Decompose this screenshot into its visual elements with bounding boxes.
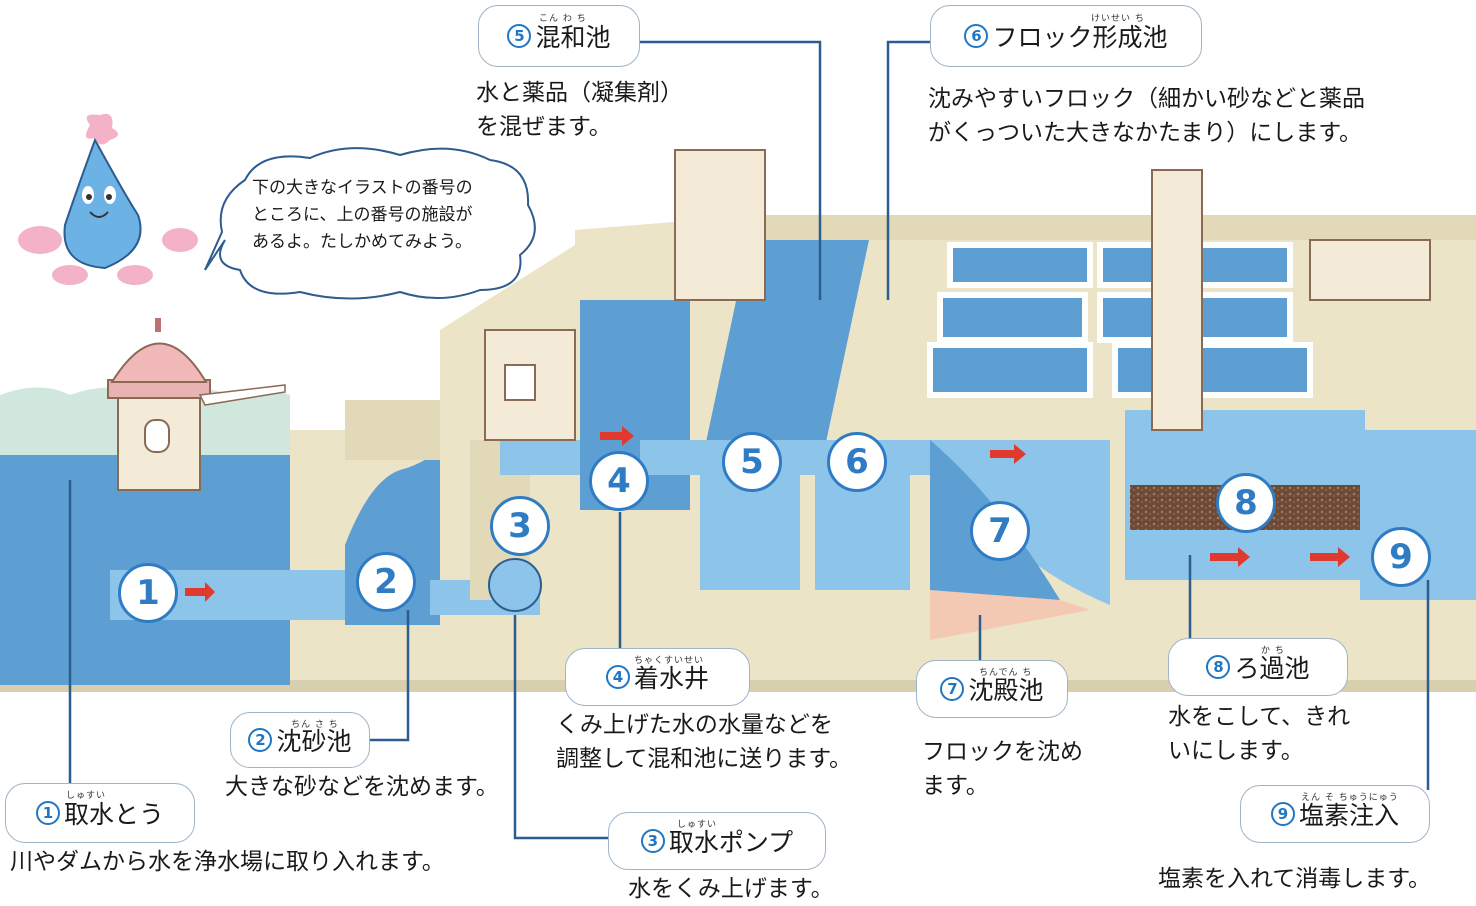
marker-7: 7 bbox=[970, 501, 1030, 561]
label-receiving-well: ちゃくすいせい 4 着水井 bbox=[565, 648, 750, 706]
label-title-5: 混和池 bbox=[535, 23, 611, 52]
label-grit-chamber: ちん さ ち 2 沈砂池 bbox=[230, 712, 370, 768]
marker-2: 2 bbox=[356, 552, 416, 612]
flow-arrows bbox=[185, 426, 1350, 602]
desc-sedimentation-basin: フロックを沈め ます。 bbox=[922, 739, 1083, 799]
marker-9: 9 bbox=[1371, 527, 1431, 587]
label-title-4: 着水井 bbox=[633, 664, 709, 693]
label-num-5: 5 bbox=[507, 24, 532, 48]
ruby-grit-chamber: ちん さ ち bbox=[291, 720, 339, 730]
ruby-chlorination: えん そ ちゅうにゅう bbox=[1301, 793, 1399, 803]
label-num-8: 8 bbox=[1206, 655, 1231, 679]
marker-3: 3 bbox=[490, 496, 550, 556]
marker-1: 1 bbox=[118, 563, 178, 623]
label-num-7: 7 bbox=[940, 677, 965, 701]
marker-5: 5 bbox=[722, 432, 782, 492]
desc-intake-tower: 川やダムから水を浄水場に取り入れます。 bbox=[10, 849, 445, 875]
label-title-8: ろ過池 bbox=[1234, 654, 1310, 683]
ruby-mixing-basin: こん わ ち bbox=[539, 14, 587, 24]
speech-bubble bbox=[204, 147, 536, 300]
ruby-flocculation-basin: けいせい ち bbox=[1091, 14, 1145, 24]
label-title-7: 沈殿池 bbox=[968, 676, 1044, 705]
label-title-3: 取水ポンプ bbox=[668, 828, 794, 857]
label-title-9: 塩素注入 bbox=[1298, 801, 1399, 830]
ruby-sedimentation-basin: ちんでん ち bbox=[979, 668, 1033, 678]
marker-8: 8 bbox=[1216, 473, 1276, 533]
label-intake-pump: しゅすい 3 取水ポンプ bbox=[608, 812, 826, 870]
desc-mixing-basin: 水と薬品（凝集剤） を混ぜます。 bbox=[476, 80, 683, 140]
label-num-3: 3 bbox=[640, 829, 665, 853]
ruby-filter-basin: か ち bbox=[1261, 646, 1285, 656]
desc-grit-chamber: 大きな砂などを沈めます。 bbox=[225, 774, 499, 800]
label-num-2: 2 bbox=[248, 728, 273, 752]
label-sedimentation-basin: ちんでん ち 7 沈殿池 bbox=[916, 660, 1068, 718]
label-title-2: 沈砂池 bbox=[276, 727, 352, 756]
marker-6: 6 bbox=[827, 432, 887, 492]
label-mixing-basin: こん わ ち 5 混和池 bbox=[478, 5, 640, 67]
ruby-intake-pump: しゅすい bbox=[677, 820, 718, 830]
label-num-9: 9 bbox=[1270, 802, 1295, 826]
intake-tower bbox=[107, 318, 286, 491]
desc-receiving-well: くみ上げた水の水量などを 調整して混和池に送ります。 bbox=[556, 712, 853, 772]
label-title-1: 取水とう bbox=[63, 800, 164, 829]
water-drop-mascot bbox=[18, 113, 198, 285]
marker-4: 4 bbox=[589, 451, 649, 511]
desc-filter-basin: 水をこして、きれ いにします。 bbox=[1168, 704, 1351, 764]
ruby-intake-tower: しゅすい bbox=[66, 791, 107, 801]
label-chlorination: えん そ ちゅうにゅう 9 塩素注入 bbox=[1240, 785, 1430, 843]
ruby-receiving-well: ちゃくすいせい bbox=[634, 656, 705, 666]
desc-flocculation-basin: 沈みやすいフロック（細かい砂などと薬品 がくっついた大きなかたまり）にします。 bbox=[928, 86, 1365, 146]
leader-lines bbox=[68, 40, 1430, 840]
label-flocculation-basin: けいせい ち 6 フロック形成池 bbox=[930, 5, 1202, 67]
desc-intake-pump: 水をくみ上げます。 bbox=[628, 876, 834, 902]
label-filter-basin: か ち 8 ろ過池 bbox=[1168, 638, 1348, 696]
label-num-4: 4 bbox=[605, 665, 630, 689]
label-num-6: 6 bbox=[964, 24, 989, 48]
desc-chlorination: 塩素を入れて消毒します。 bbox=[1158, 866, 1432, 892]
bubble-text: 下の大きなイラストの番号の ところに、上の番号の施設が あるよ。たしかめてみよう… bbox=[252, 178, 473, 252]
sedimentation-basin-grid bbox=[927, 242, 1313, 398]
label-title-6: フロック形成池 bbox=[992, 23, 1168, 52]
label-num-1: 1 bbox=[35, 801, 60, 825]
label-intake-tower: しゅすい 1 取水とう bbox=[5, 783, 195, 843]
